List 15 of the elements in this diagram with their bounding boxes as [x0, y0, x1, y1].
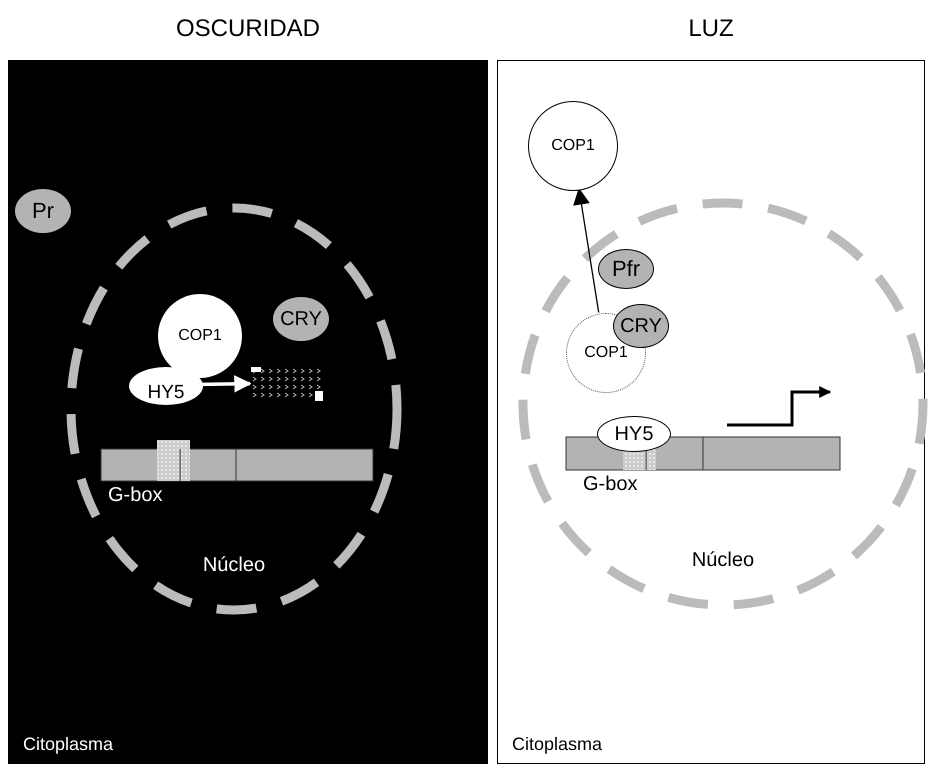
region-label: G-box	[108, 484, 162, 507]
panel-title: OSCURIDAD	[174, 15, 321, 43]
region-label: Citoplasma	[23, 734, 114, 755]
protein-oval: HY5	[129, 367, 203, 405]
nucleus-label: Núcleo	[690, 549, 756, 572]
protein-oval: Pfr	[598, 249, 654, 289]
protein-oval: COP1	[158, 294, 242, 378]
protein-oval: Pr	[15, 189, 71, 233]
region-label: G-box	[583, 473, 638, 496]
nucleus-label: Núcleo	[202, 554, 266, 577]
panel-title: LUZ	[687, 15, 735, 43]
protein-oval: COP1	[528, 101, 618, 191]
protein-oval: HY5	[597, 416, 671, 452]
region-label: Citoplasma	[512, 734, 602, 755]
protein-oval: CRY	[273, 297, 329, 341]
